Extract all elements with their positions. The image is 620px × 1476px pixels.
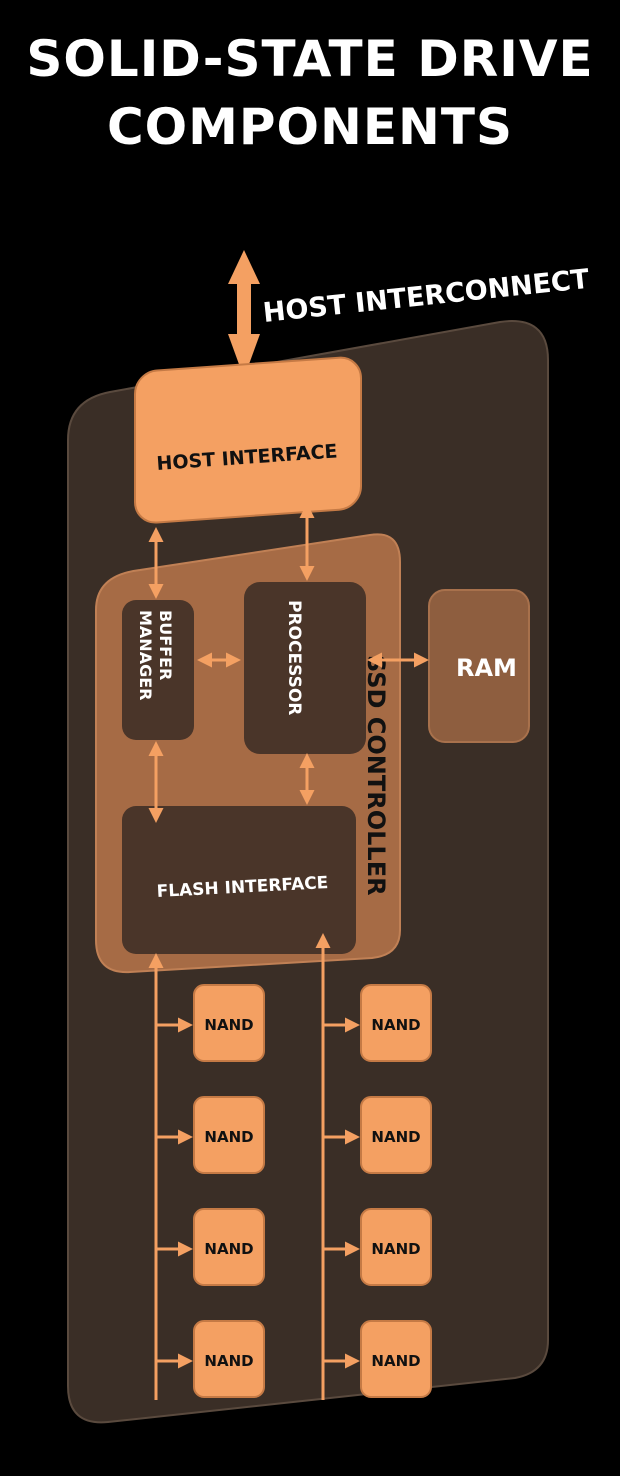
nand-chip: NAND [323, 984, 432, 1062]
nand-chip: NAND [156, 1320, 265, 1398]
host-interconnect-label: HOST INTERCONNECT [261, 264, 591, 329]
title-line-1: SOLID-STATE DRIVE [26, 30, 594, 88]
nand-chip-body [360, 984, 432, 1062]
buffer-manager-block [122, 600, 194, 740]
buffer-manager-label-line1: BUFFER [156, 610, 175, 680]
ram-label: RAM [456, 654, 517, 682]
nand-label: NAND [204, 1240, 253, 1258]
nand-label: NAND [371, 1352, 420, 1370]
nand-label: NAND [371, 1016, 420, 1034]
nand-chip-body [193, 1096, 265, 1174]
nand-label: NAND [204, 1016, 253, 1034]
nand-chip-body [360, 1320, 432, 1398]
nand-chip-body [360, 1208, 432, 1286]
title-line-2: COMPONENTS [106, 98, 514, 156]
nand-chip-body [193, 1208, 265, 1286]
nand-label: NAND [204, 1352, 253, 1370]
nand-chip: NAND [323, 1320, 432, 1398]
nand-chip: NAND [156, 984, 265, 1062]
nand-label: NAND [204, 1128, 253, 1146]
nand-chip: NAND [156, 1096, 265, 1174]
buffer-manager-label-line2: MANAGER [136, 610, 155, 700]
processor-block [244, 582, 366, 754]
nand-chip: NAND [323, 1096, 432, 1174]
ssd-controller-label: SSD CONTROLLER [362, 655, 390, 896]
nand-chip: NAND [156, 1208, 265, 1286]
nand-chip-body [360, 1096, 432, 1174]
nand-label: NAND [371, 1128, 420, 1146]
nand-label: NAND [371, 1240, 420, 1258]
nand-chip: NAND [323, 1208, 432, 1286]
flash-interface-block [122, 806, 356, 954]
nand-chip-body [193, 984, 265, 1062]
nand-chip-body [193, 1320, 265, 1398]
ram-block [428, 589, 530, 743]
host-interconnect-arrow [228, 250, 260, 378]
processor-label: PROCESSOR [284, 600, 304, 715]
host-interface-block [134, 356, 362, 524]
